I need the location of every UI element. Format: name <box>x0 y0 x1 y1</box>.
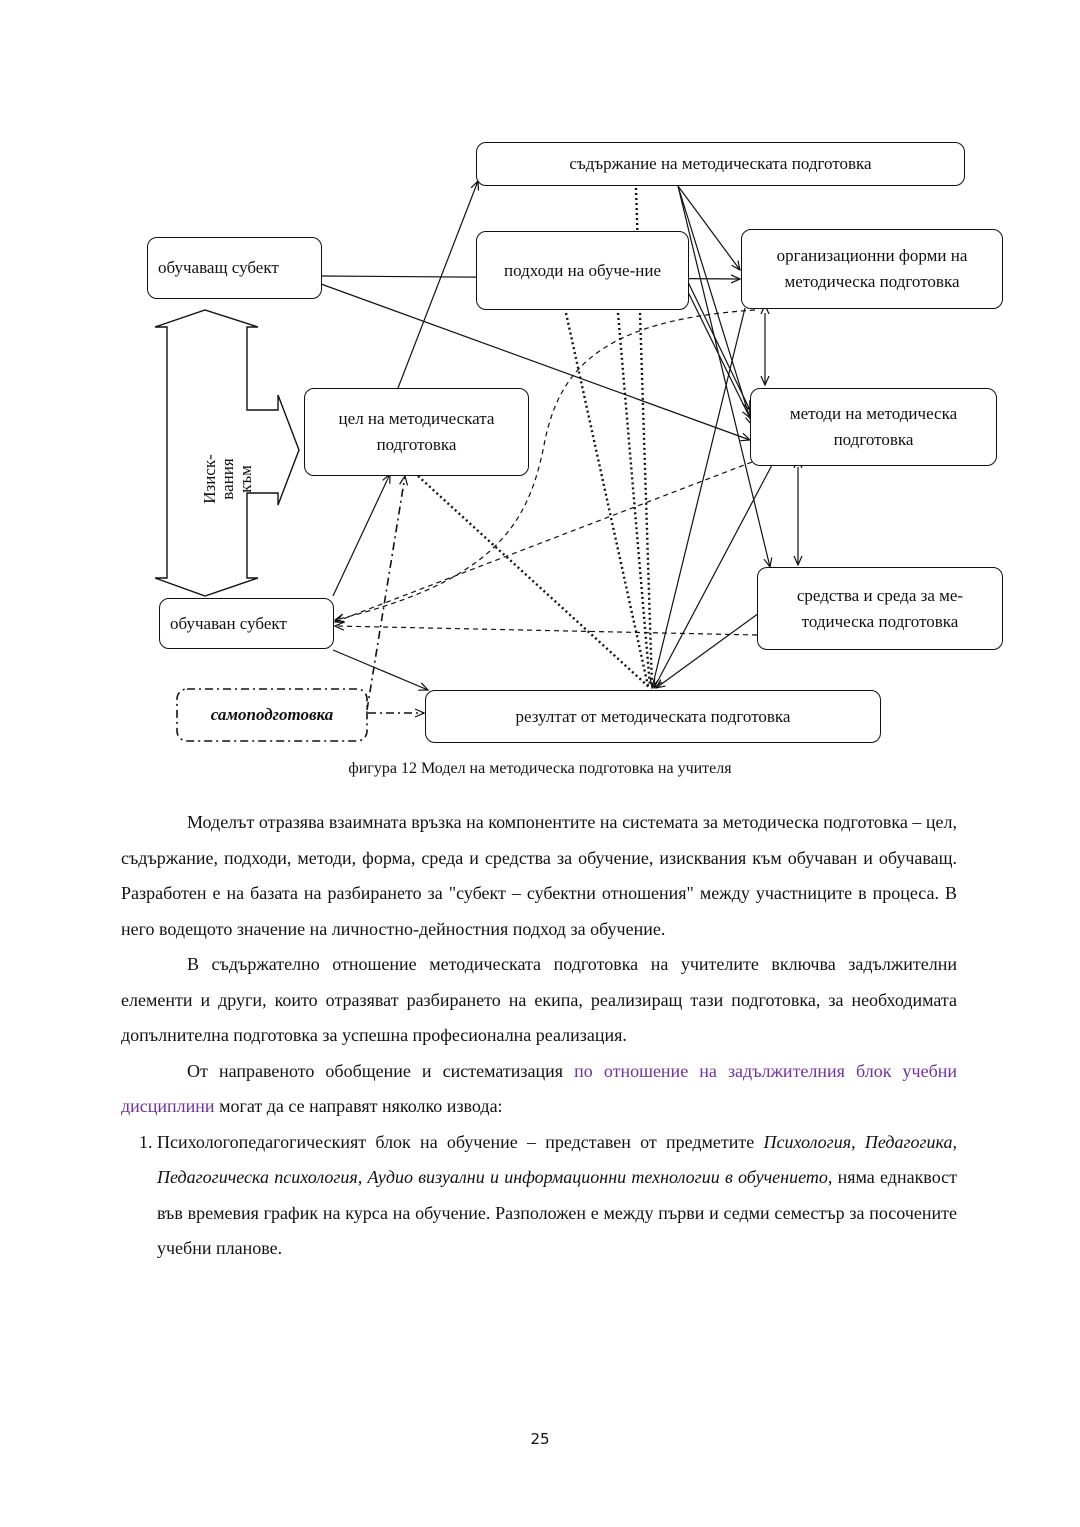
edge-approaches-result-dotted-1 <box>564 312 650 687</box>
paragraph-3: От направеното обобщение и систематизаци… <box>121 1054 957 1125</box>
requirements-label-line-3: към <box>236 465 255 493</box>
edge-learning-to-goal <box>332 474 390 597</box>
node-methods: методи на методическа подготовка <box>750 388 997 466</box>
node-learning-subject: обучаван субект <box>159 598 334 649</box>
edge-teaching-to-methods <box>320 283 750 440</box>
paragraph-3-end: могат да се направят няколко извода: <box>214 1096 503 1116</box>
edge-learning-to-result <box>332 649 428 690</box>
node-self-prep: самоподготовка <box>210 705 334 724</box>
page-number: 25 <box>530 1430 550 1448</box>
model-diagram <box>154 0 1080 742</box>
edge-content-to-orgforms <box>677 185 740 270</box>
list-item: Психологопедагогическият блок на обучени… <box>157 1125 957 1267</box>
paragraph-2: В съдържателно отношение методическата п… <box>121 954 957 1045</box>
edge-selfprep-to-goal <box>366 476 405 711</box>
edge-goal-to-content <box>397 181 478 389</box>
edge-orgforms-to-result <box>652 307 746 688</box>
paragraph-1: Моделът отразява взаимната връзка на ком… <box>121 812 957 939</box>
requirements-label-line-2: вания <box>218 458 237 500</box>
list-item-1-end: , няма еднаквост във времевия график на … <box>157 1167 957 1258</box>
node-result: резултат от методическата подготовка <box>425 690 881 743</box>
edge-orgforms-learning-dashed <box>335 309 756 620</box>
requirements-label: Изиск- вания към <box>200 409 255 549</box>
edge-methods-to-result <box>654 464 773 688</box>
conclusions-list: Психологопедагогическият блок на обучени… <box>121 1125 957 1267</box>
node-goal: цел на методическата подготовка <box>304 388 529 476</box>
edge-methods-learning-dashed <box>335 461 753 622</box>
body-text: Моделът отразява взаимната връзка на ком… <box>121 805 957 1267</box>
edge-content-result-dotted <box>634 187 654 687</box>
edge-means-learning-dashed <box>335 626 758 636</box>
edge-content-to-methods <box>677 185 752 425</box>
figure-caption: фигура 12 Модел на методическа подготовк… <box>348 760 732 777</box>
list-item-1-subjects: Психология, Педагогика, Педагогическа пс… <box>157 1131 957 1188</box>
requirements-block-arrow <box>154 309 300 597</box>
paragraph-3-accent: по отношение на задължителния блок учебн… <box>121 1060 958 1117</box>
edge-content-to-means <box>677 185 770 567</box>
edge-approaches-to-methods-2 <box>687 291 750 418</box>
paragraph-3-start: От направеното обобщение и систематизаци… <box>187 1060 575 1081</box>
node-teaching-subject: обучаващ субект <box>147 237 322 299</box>
node-org-forms: организационни форми на методическа подг… <box>741 229 1003 309</box>
node-approaches: подходи на обуче-ние <box>476 231 689 310</box>
selfprep-border <box>176 688 368 742</box>
edge-approaches-to-methods-1 <box>687 281 750 410</box>
requirements-label-line-1: Изиск- <box>200 454 219 504</box>
edge-goal-result-dotted <box>417 475 651 689</box>
edge-means-to-result <box>656 604 771 688</box>
node-content: съдържание на методическата подготовка <box>476 142 965 186</box>
node-means: средства и среда за ме-тодическа подгото… <box>757 567 1003 650</box>
list-item-1-start: Психологопедагогическият блок на обучени… <box>157 1131 764 1152</box>
edge-approaches-result-dotted-2 <box>616 312 652 687</box>
